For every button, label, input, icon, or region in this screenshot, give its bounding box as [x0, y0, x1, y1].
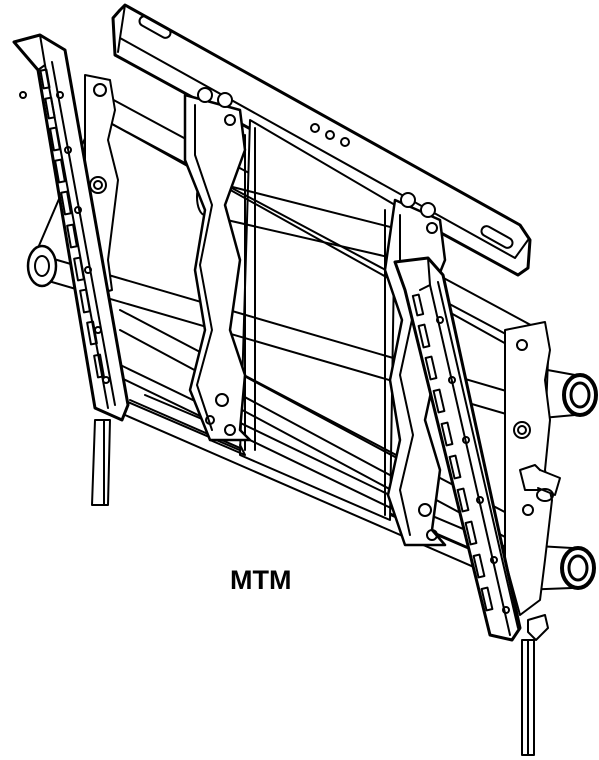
left-center-bracket — [183, 87, 252, 456]
left-safety-strap — [91, 419, 111, 506]
right-hanging-strap — [393, 256, 522, 642]
right-safety-strap — [521, 614, 549, 756]
model-label: MTM — [230, 565, 292, 595]
left-hanging-strap — [12, 33, 130, 422]
right-rear-bracket — [504, 321, 561, 616]
